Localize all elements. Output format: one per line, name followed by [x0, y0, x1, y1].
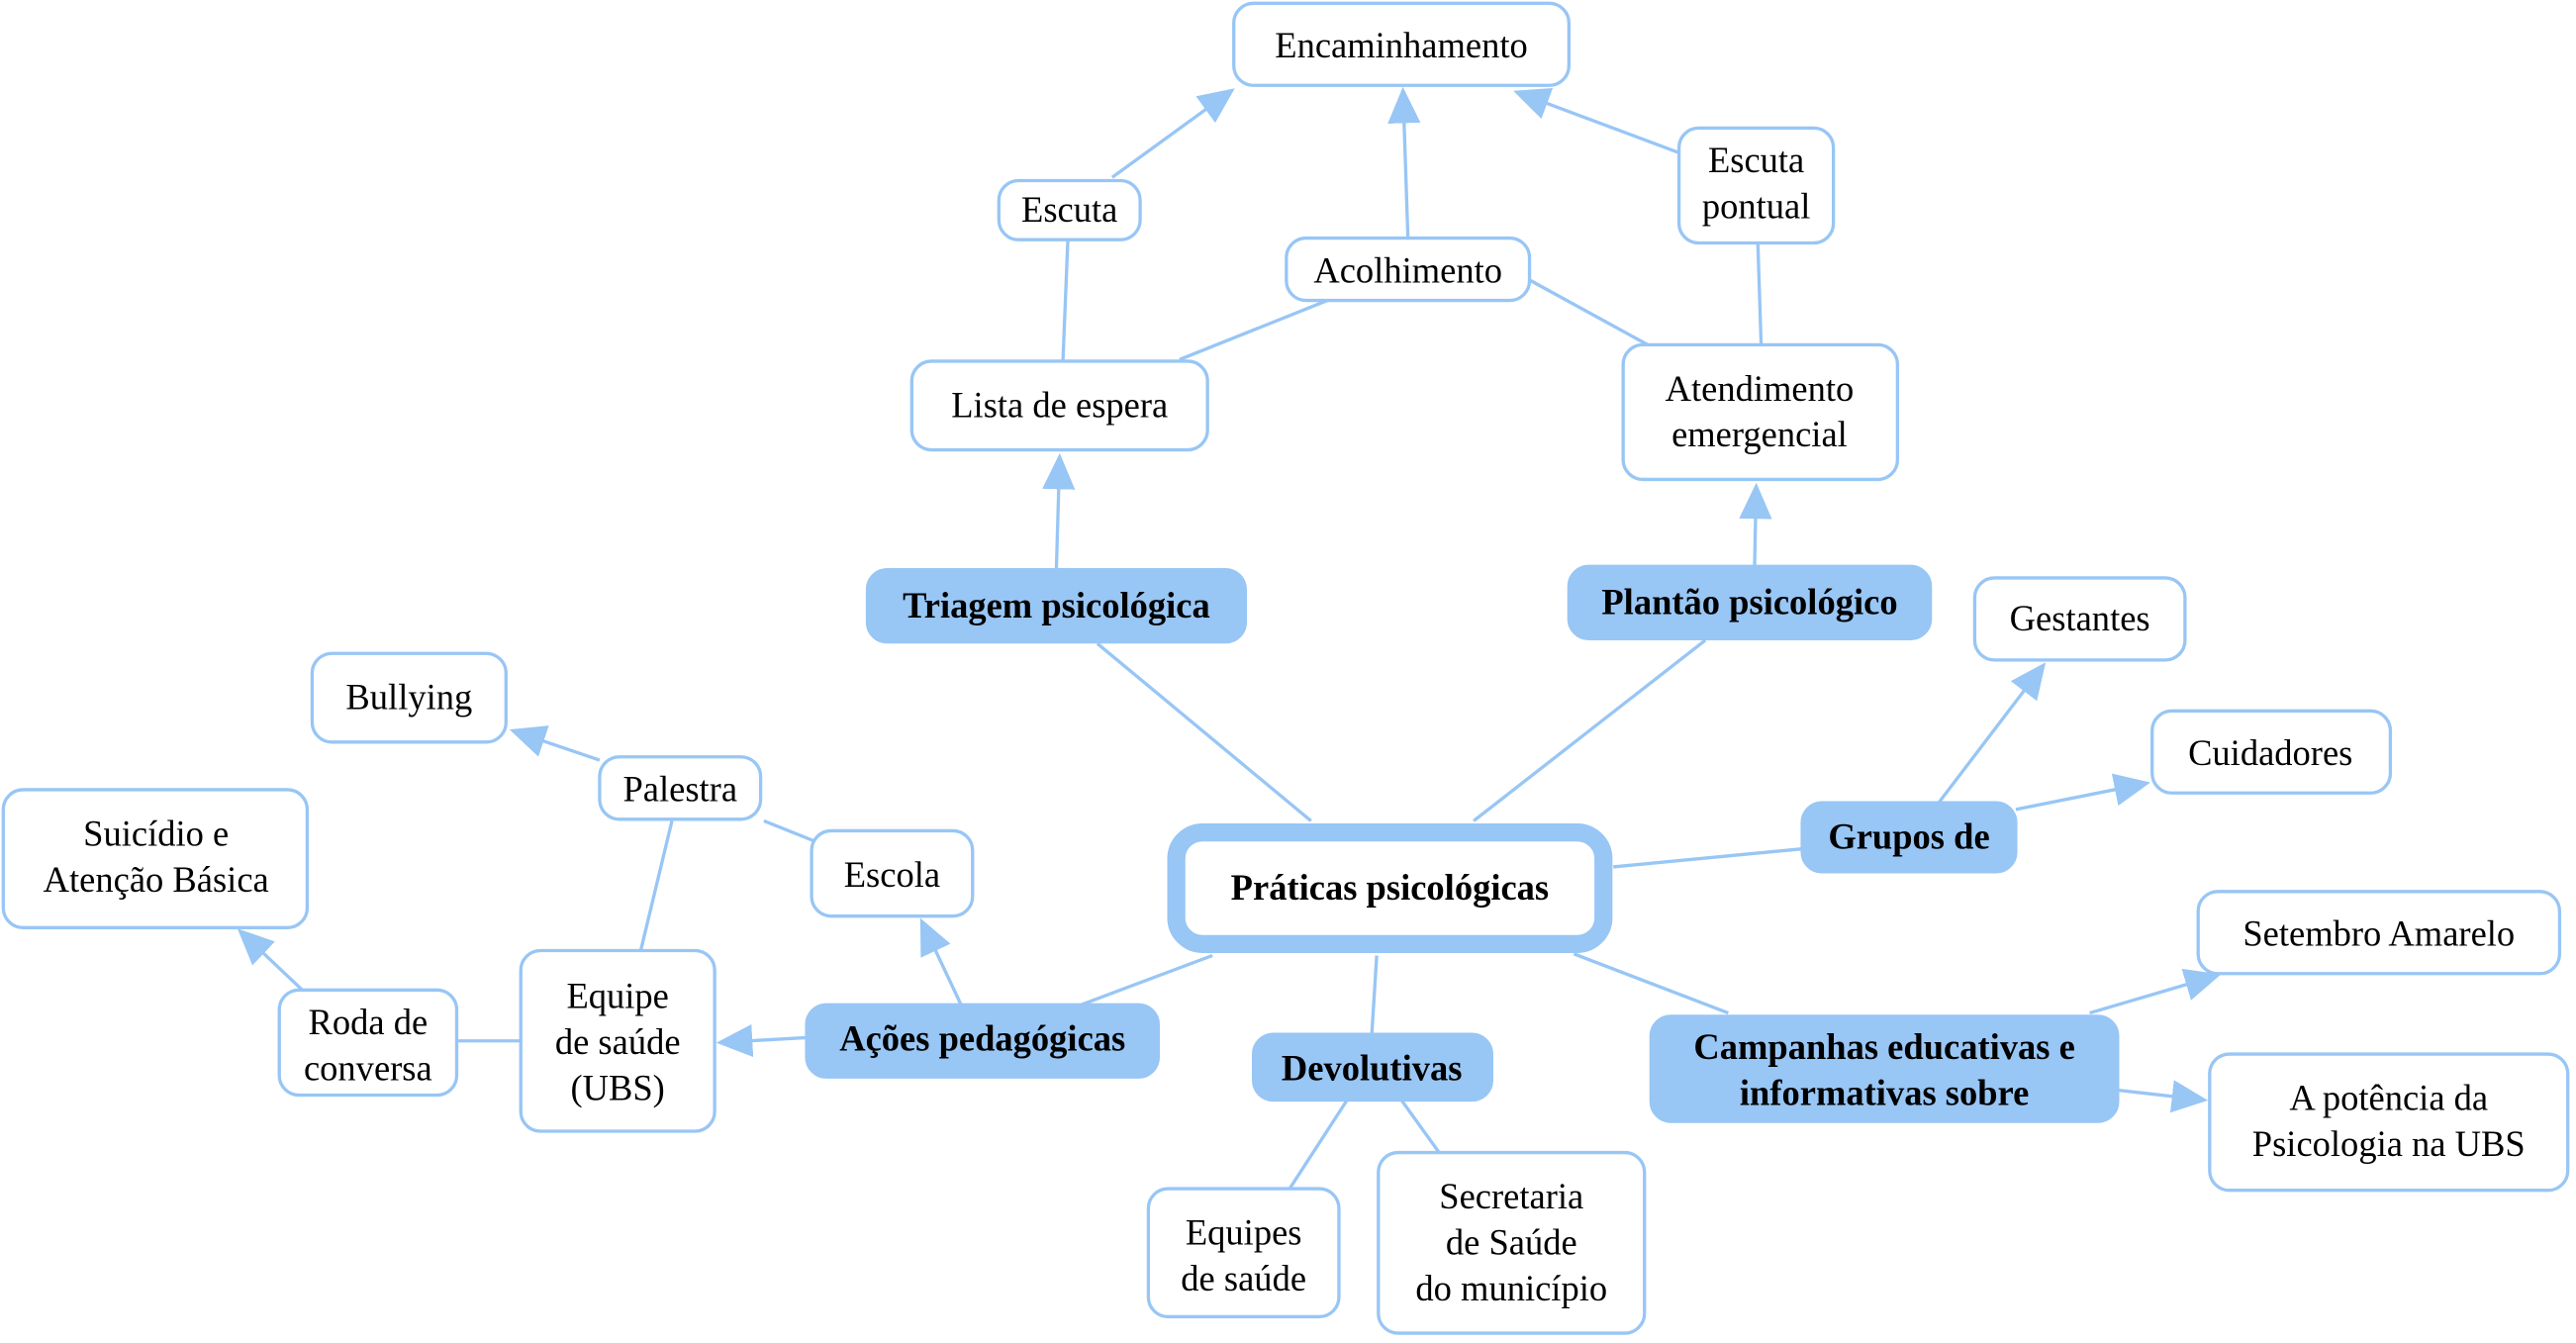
svg-text:Psicologia na UBS: Psicologia na UBS [2252, 1123, 2526, 1164]
edge-acolhimento-atendimento [1527, 277, 1649, 346]
svg-text:Suicídio e: Suicídio e [83, 813, 229, 853]
node-devolutivas: Devolutivas [1251, 1032, 1494, 1103]
edge-acoes-escola [919, 917, 963, 1006]
node-palestra: Palestra [598, 755, 763, 821]
node-suicidio: Suicídio e Atenção Básica [1, 788, 310, 929]
svg-text:(UBS): (UBS) [571, 1067, 665, 1107]
edge-grupos-cuidadores [2015, 773, 2150, 812]
svg-text:Equipes: Equipes [1186, 1211, 1302, 1252]
svg-text:informativas sobre: informativas sobre [1740, 1072, 2029, 1112]
node-lista-espera: Lista de espera [909, 359, 1209, 452]
svg-text:Atendimento: Atendimento [1666, 368, 1855, 409]
svg-text:de Saúde: de Saúde [1446, 1221, 1577, 1262]
node-grupos-de: Grupos de [1800, 801, 2018, 874]
svg-text:Palestra: Palestra [622, 769, 737, 810]
svg-text:emergencial: emergencial [1671, 414, 1848, 454]
svg-text:Atenção Básica: Atenção Básica [44, 859, 269, 900]
node-campanhas: Campanhas educativas e informativas sobre [1649, 1014, 2120, 1123]
node-setembro-amarelo: Setembro Amarelo [2196, 890, 2562, 976]
svg-text:de saúde: de saúde [555, 1021, 681, 1062]
svg-text:Gestantes: Gestantes [2010, 598, 2150, 638]
svg-text:Setembro Amarelo: Setembro Amarelo [2242, 913, 2515, 954]
edge-campanhas-setembro [2089, 968, 2222, 1015]
svg-text:A potência da: A potência da [2289, 1077, 2488, 1117]
node-acolhimento: Acolhimento [1285, 236, 1532, 303]
edges [237, 86, 2222, 1190]
node-gestantes: Gestantes [1972, 576, 2187, 662]
edge-equipe-palestra [638, 820, 674, 951]
svg-text:Bullying: Bullying [345, 677, 472, 718]
node-acoes-pedagogicas: Ações pedagógicas [805, 1003, 1161, 1079]
edge-triagem-center [1096, 642, 1312, 822]
edge-lista-acolhimento [1179, 299, 1328, 361]
node-atendimento-emergencial: Atendimento emergencial [1621, 342, 1900, 482]
edge-triagem-lista [1042, 452, 1076, 570]
svg-text:Escola: Escola [844, 854, 940, 895]
edge-center-grupos [1613, 847, 1803, 869]
edge-atendimento-escutapontual [1756, 242, 1764, 345]
svg-text:do município: do município [1415, 1268, 1607, 1308]
node-potencia-psicologia: A potência da Psicologia na UBS [2208, 1052, 2570, 1193]
svg-text:pontual: pontual [1702, 186, 1811, 227]
svg-text:conversa: conversa [304, 1048, 432, 1089]
edge-devolutivas-secretaria [1399, 1099, 1441, 1154]
node-escola: Escola [810, 828, 975, 918]
svg-text:Escuta: Escuta [1708, 140, 1804, 180]
edge-grupos-gestantes [1937, 662, 2047, 805]
node-equipes-saude: Equipes de saúde [1146, 1187, 1341, 1319]
svg-text:Encaminhamento: Encaminhamento [1275, 25, 1528, 65]
edge-center-campanhas [1573, 952, 1729, 1015]
svg-text:Práticas psicológicas: Práticas psicológicas [1231, 867, 1549, 908]
node-escuta: Escuta [997, 178, 1142, 241]
svg-text:Secretaria: Secretaria [1439, 1176, 1583, 1216]
edge-acolhimento-encaminhamento [1387, 86, 1421, 239]
svg-text:Acolhimento: Acolhimento [1313, 249, 1502, 290]
edge-center-devolutivas [1370, 955, 1379, 1035]
svg-text:Escuta: Escuta [1021, 189, 1117, 230]
svg-text:Grupos de: Grupos de [1828, 816, 1989, 857]
edge-escutapontual-encaminhamento [1513, 87, 1680, 154]
edge-center-acoes [1080, 953, 1213, 1007]
node-encaminhamento: Encaminhamento [1232, 1, 1572, 87]
edge-plantao-center [1473, 638, 1707, 822]
node-cuidadores: Cuidadores [2150, 709, 2393, 795]
edge-campanhas-potencia [2117, 1080, 2209, 1113]
node-triagem-psicologica: Triagem psicológica [865, 567, 1247, 644]
svg-text:Triagem psicológica: Triagem psicológica [903, 585, 1210, 625]
svg-text:Devolutivas: Devolutivas [1282, 1048, 1463, 1089]
node-equipe-ubs: Equipe de saúde (UBS) [519, 948, 716, 1133]
svg-text:Roda de: Roda de [309, 1002, 429, 1042]
svg-text:Cuidadores: Cuidadores [2188, 732, 2352, 773]
edge-acoes-equipe [716, 1023, 808, 1058]
svg-text:Equipe: Equipe [566, 976, 668, 1016]
edge-lista-escuta [1061, 240, 1070, 362]
node-secretaria: Secretaria de Saúde do município [1377, 1150, 1647, 1335]
node-escuta-pontual: Escuta pontual [1676, 126, 1836, 245]
node-plantao-psicologico: Plantão psicológico [1567, 564, 1933, 640]
svg-text:Campanhas educativas e: Campanhas educativas e [1693, 1026, 2074, 1067]
edge-escuta-encaminhamento [1110, 88, 1235, 179]
svg-text:Lista de espera: Lista de espera [951, 384, 1168, 425]
edge-devolutivas-equipes [1288, 1099, 1349, 1190]
svg-text:Ações pedagógicas: Ações pedagógicas [839, 1018, 1125, 1059]
edge-palestra-escola [763, 818, 814, 842]
node-roda-conversa: Roda de conversa [277, 988, 459, 1098]
edge-plantao-atendimento [1739, 482, 1772, 567]
svg-text:Plantão psicológico: Plantão psicológico [1601, 581, 1897, 622]
svg-text:de saúde: de saúde [1181, 1258, 1306, 1298]
edge-palestra-bullying [509, 725, 601, 762]
node-praticas-psicologicas: Práticas psicológicas [1167, 822, 1613, 954]
node-bullying: Bullying [310, 651, 508, 744]
edge-roda-suicidio [237, 928, 304, 992]
